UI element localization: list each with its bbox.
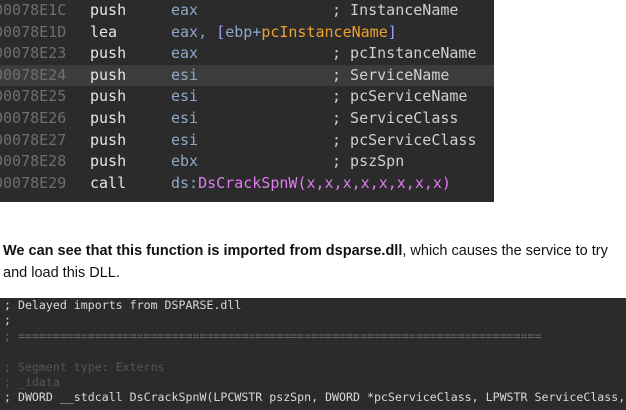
listing-line[interactable]: ; [4,313,11,328]
asm-mnemonic: push [90,65,127,84]
listing-line[interactable] [0,344,626,359]
asm-line[interactable]: 00078E26 push esi ; ServiceClass [0,108,494,130]
asm-operand-base: ebp+ [225,22,262,41]
asm-address: 00078E28 [0,152,67,171]
asm-address: 00078E25 [0,87,67,106]
asm-operand: eax [171,1,199,19]
asm-operand-function[interactable]: DsCrackSpnW [198,173,298,192]
disassembly-view: 00078E1C push eax ; InstanceName 00078E1… [0,0,494,202]
explanation-bold: We can see that this function is importe… [3,243,403,259]
asm-line[interactable]: 00078E1D lea eax, [ebp+pcInstanceName] [0,22,494,44]
asm-address: 00078E1D [0,22,67,41]
asm-comment: ; pcServiceName [332,87,468,106]
listing-line[interactable]: ; Delayed imports from DSPARSE.dll [4,298,242,312]
asm-comment: ; ServiceClass [332,108,459,127]
asm-operand-bracket-open: [ [216,22,226,41]
asm-address: 00078E24 [0,65,67,84]
listing-line[interactable]: ; Segment type: Externs [4,359,165,374]
asm-mnemonic: push [90,87,127,106]
listing-line[interactable]: ; ======================================… [4,328,542,343]
asm-operand-variable[interactable]: pcInstanceName [261,22,388,41]
asm-mnemonic: push [90,108,127,127]
asm-operand-bracket-close: ] [387,22,397,41]
asm-comment: ; pszSpn [332,152,405,171]
listing-line[interactable]: ; _idata [4,374,60,389]
asm-line[interactable]: 00078E23 push eax ; pcInstanceName [0,43,494,65]
asm-operand: ebx [171,152,199,171]
asm-address: 00078E1C [0,1,67,19]
asm-line[interactable]: 00078E1C push eax ; InstanceName [0,0,494,22]
asm-comment: ; InstanceName [332,1,459,19]
asm-address: 00078E29 [0,173,67,192]
asm-line[interactable]: 00078E25 push esi ; pcServiceName [0,86,494,108]
asm-comment: ; pcInstanceName [332,44,477,63]
imports-listing-view: ; Delayed imports from DSPARSE.dll ; ; =… [0,298,626,410]
asm-operand: esi [171,65,199,84]
asm-operand-args: (x,x,x,x,x,x,x,x) [297,173,451,192]
asm-operand: eax [171,44,199,63]
asm-line[interactable]: 00078E29 call ds:DsCrackSpnW(x,x,x,x,x,x… [0,173,494,195]
asm-address: 00078E23 [0,44,67,63]
asm-operand-segment: ds: [171,173,199,192]
asm-mnemonic: push [90,1,127,19]
asm-line[interactable]: 00078E24 push esi ; ServiceName [0,64,494,87]
asm-address: 00078E27 [0,130,67,149]
asm-operand: esi [171,87,199,106]
asm-mnemonic: call [90,173,127,192]
explanation-paragraph: We can see that this function is importe… [3,240,623,284]
asm-mnemonic: push [90,130,127,149]
asm-operand: eax, [ebp+pcInstanceName] [171,22,397,44]
asm-mnemonic: push [90,152,127,171]
asm-mnemonic: lea [90,22,118,41]
asm-operand: esi [171,130,199,149]
asm-comment: ; ServiceName [332,65,450,84]
asm-address: 00078E26 [0,108,67,127]
asm-comment: ; pcServiceClass [332,130,477,149]
explanation-rest: , which causes the service to try and lo… [3,243,608,281]
asm-line[interactable]: 00078E27 push esi ; pcServiceClass [0,130,494,152]
asm-mnemonic: push [90,44,127,63]
asm-operand: esi [171,108,199,127]
asm-operand-register: eax, [171,22,217,41]
listing-line[interactable]: ; DWORD __stdcall DsCrackSpnW(LPCWSTR ps… [4,390,626,405]
asm-line[interactable]: 00078E28 push ebx ; pszSpn [0,151,494,173]
asm-operand: ds:DsCrackSpnW(x,x,x,x,x,x,x,x) [171,173,451,195]
